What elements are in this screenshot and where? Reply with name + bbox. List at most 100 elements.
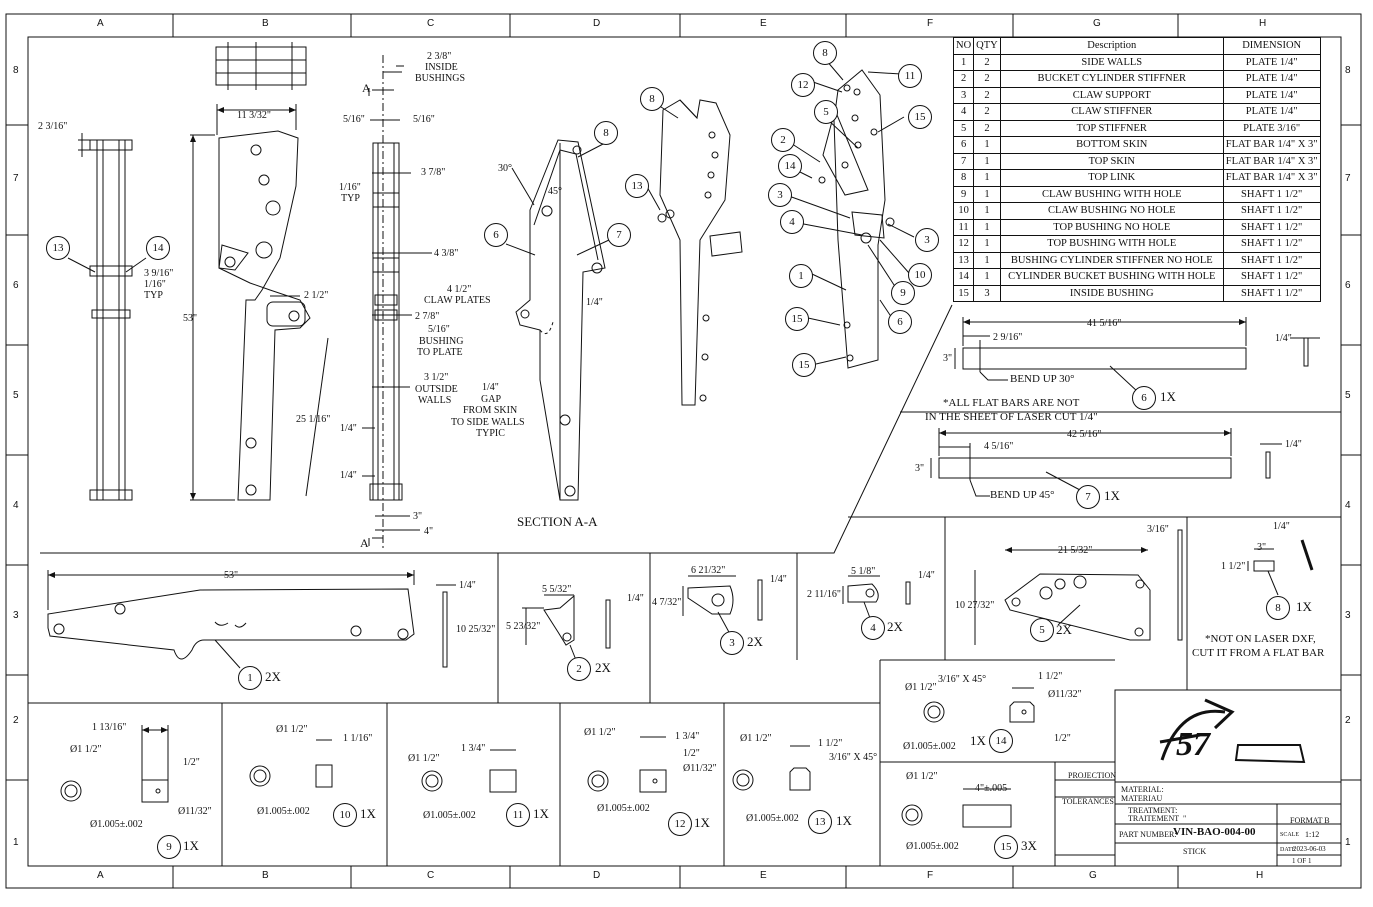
zone-col-b-bottom: B	[262, 870, 269, 881]
zone-row-7-left: 7	[13, 173, 19, 184]
angle-45: 45°	[548, 186, 562, 197]
b14-length: 1 1/2"	[1038, 671, 1063, 682]
bom-cell-no: 4	[952, 103, 975, 121]
b13-length: 1 1/2"	[818, 738, 843, 749]
bushings-label: BUSHINGS	[415, 73, 466, 84]
zone-col-h-top: H	[1259, 18, 1267, 29]
inside-label: INSIDE	[425, 62, 458, 73]
bom-cell-dimension: SHAFT 1 1/2"	[1222, 251, 1321, 269]
b14-hole: Ø11/32"	[1048, 689, 1082, 700]
bom-cell-qty: 2	[973, 119, 1001, 137]
b14-qty: 1X	[970, 733, 986, 748]
material-label: MATERIAL:	[1121, 785, 1164, 794]
bom-header-qty: QTY	[973, 37, 1001, 55]
b12-od: Ø1 1/2"	[584, 727, 616, 738]
p2-width: 5 5/32"	[542, 584, 572, 595]
p8-height: 1 1/2"	[1221, 561, 1246, 572]
zone-row-3-left: 3	[13, 610, 19, 621]
gap-line2: GAP	[481, 394, 502, 405]
balloon-15-iso2-mid: 15	[785, 307, 809, 331]
b9-hole-pos: 1/2"	[183, 757, 200, 768]
balloon-13-front: 13	[46, 236, 70, 260]
tolerances-label: TOLERANCES	[1062, 797, 1114, 806]
p5-width: 21 5/32"	[1058, 545, 1093, 556]
zone-row-3-right: 3	[1345, 610, 1351, 621]
part-2-drawing	[522, 594, 611, 661]
date-value: 2023-06-03	[1293, 845, 1326, 853]
b11-qty: 1X	[533, 806, 549, 821]
part-3-drawing	[682, 575, 763, 635]
balloon-14-iso2: 14	[778, 154, 802, 178]
bushing-label: BUSHING	[419, 336, 464, 347]
dim-2-1-2: 2 1/2"	[304, 290, 329, 301]
zone-col-h-bottom: H	[1256, 870, 1264, 881]
balloon-11-part: 11	[506, 803, 530, 827]
b11-od: Ø1 1/2"	[408, 753, 440, 764]
zone-col-d-top: D	[593, 18, 601, 29]
part-1-drawing	[47, 570, 456, 669]
walls-label: WALLS	[418, 395, 452, 406]
b9-id: Ø1.005±.002	[90, 819, 143, 830]
bom-cell-dimension: SHAFT 1 1/2"	[1222, 235, 1321, 253]
zone-row-4-right: 4	[1345, 500, 1351, 511]
b9-length: 1 13/16"	[92, 722, 127, 733]
bom-cell-no: 1	[952, 53, 975, 71]
bom-cell-qty: 1	[973, 251, 1001, 269]
side-view	[190, 42, 329, 501]
balloon-14-front: 14	[146, 236, 170, 260]
b15-qty: 3X	[1021, 838, 1037, 853]
bom-cell-no: 7	[952, 152, 975, 170]
scale-label: SCALE	[1280, 832, 1300, 838]
balloon-15-iso2-top: 15	[908, 105, 932, 129]
zone-row-5-left: 5	[13, 390, 19, 401]
bom-cell-dimension: FLAT BAR 1/4" X 3"	[1222, 152, 1321, 170]
b9-hole: Ø11/32"	[178, 806, 212, 817]
claw-plates-label: CLAW PLATES	[424, 295, 491, 306]
iso-view-1	[657, 99, 743, 406]
bom-cell-qty: 1	[973, 152, 1001, 170]
bom-cell-description: CYLINDER BUCKET BUSHING WITH HOLE	[999, 268, 1224, 286]
dim-2-3-16: 2 3/16"	[38, 121, 68, 132]
dim-1-16-section: 1/16"	[339, 182, 361, 193]
zone-row-2-left: 2	[13, 715, 19, 726]
b15-id: Ø1.005±.002	[906, 841, 959, 852]
b15-od: Ø1 1/2"	[906, 771, 938, 782]
flatbar-7-drawing	[930, 428, 1282, 497]
b14-id: Ø1.005±.002	[903, 741, 956, 752]
b14-hole-pos: 1/2"	[1054, 733, 1071, 744]
balloon-15-iso2-bottom: 15	[792, 353, 816, 377]
zone-col-e-bottom: E	[760, 870, 767, 881]
date-label: DATE	[1280, 847, 1296, 853]
bom-cell-no: 11	[952, 218, 975, 236]
b12-length: 1 3/4"	[675, 731, 700, 742]
dim-3-1-2: 3 1/2"	[424, 372, 449, 383]
p7-thickness: 1/4"	[1285, 439, 1302, 450]
bom-cell-description: TOP SKIN	[999, 152, 1224, 170]
title-block-lines	[1054, 689, 1342, 867]
bom-cell-dimension: PLATE 1/4"	[1222, 86, 1321, 104]
zone-col-a-bottom: A	[97, 870, 104, 881]
bom-cell-description: SIDE WALLS	[999, 53, 1224, 71]
balloon-13-iso: 13	[625, 174, 649, 198]
dim-2-3-8: 2 3/8"	[427, 51, 452, 62]
bom-cell-qty: 1	[973, 268, 1001, 286]
part-name: STICK	[1183, 847, 1207, 856]
balloon-10-part: 10	[333, 803, 357, 827]
scale-value: 1:12	[1305, 830, 1320, 839]
balloon-9-iso2: 9	[891, 281, 915, 305]
balloon-4-part: 4	[861, 616, 885, 640]
part-4-drawing	[842, 575, 911, 619]
bom-cell-qty: 2	[973, 53, 1001, 71]
dim-5-16-right: 5/16"	[413, 114, 435, 125]
bom-cell-dimension: PLATE 1/4"	[1222, 70, 1321, 88]
zone-row-2-right: 2	[1345, 715, 1351, 726]
b12-hole: Ø11/32"	[683, 763, 717, 774]
balloon-3-part: 3	[720, 631, 744, 655]
